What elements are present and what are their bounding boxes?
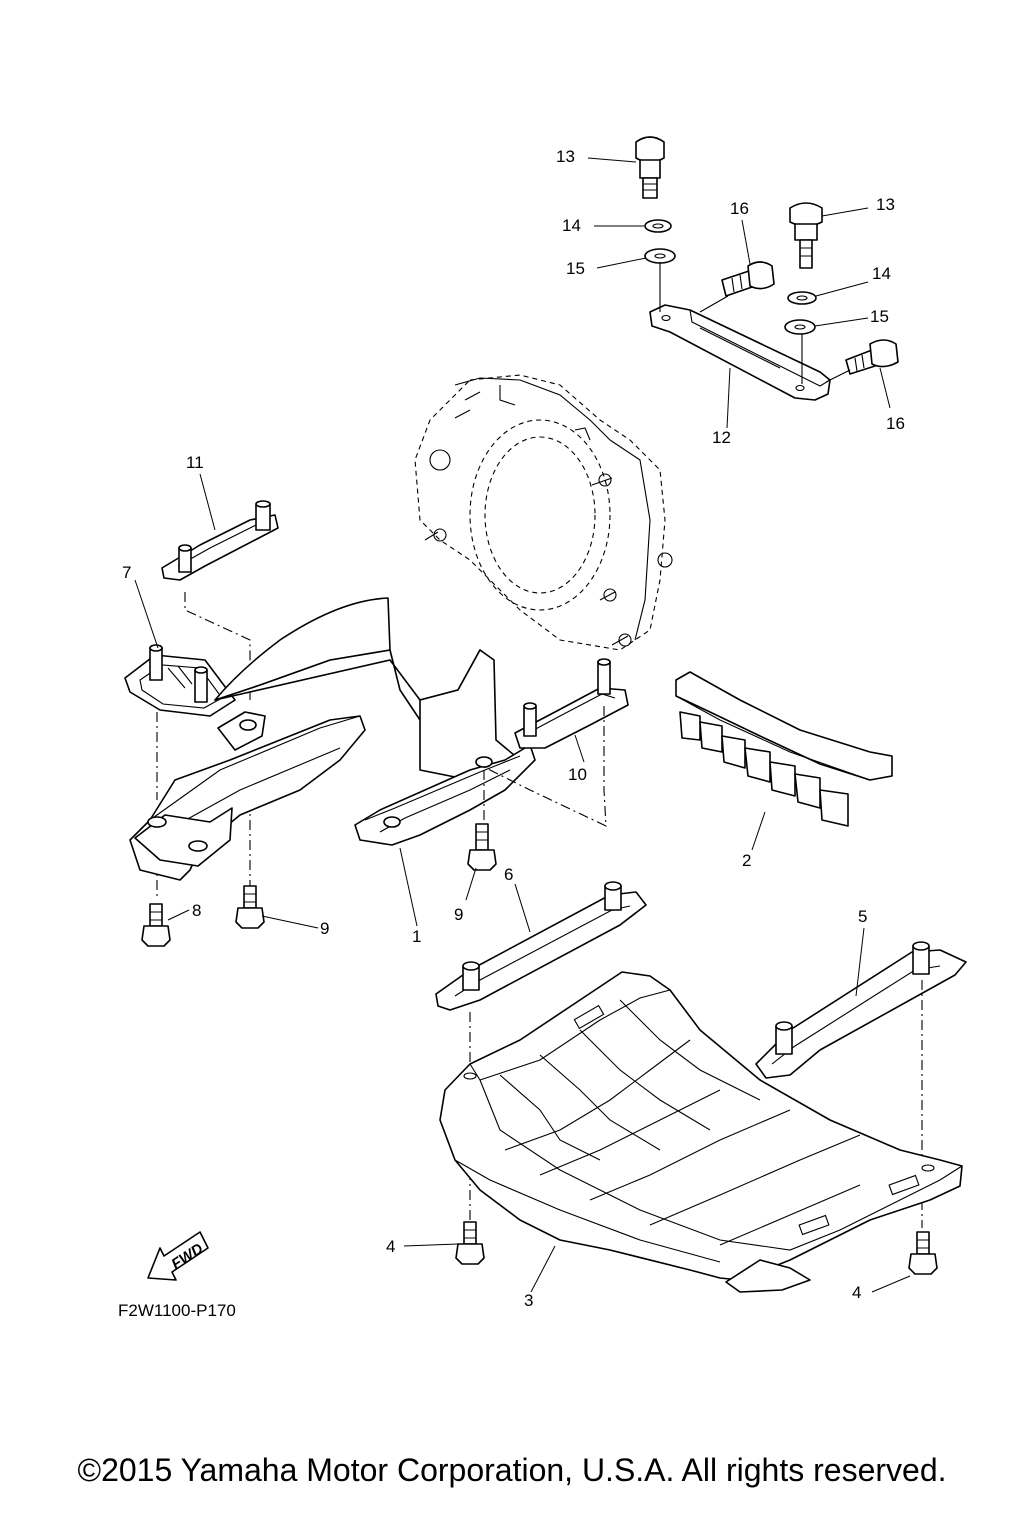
callout-13: 13 [876,195,895,214]
part-4-bolt-right [908,1231,938,1275]
callout-4: 4 [386,1237,395,1256]
part-14-washer-left [644,219,672,233]
callout-3: 3 [524,1291,533,1310]
callout-15: 15 [870,307,889,326]
callout-2: 2 [742,851,751,870]
callout-10: 10 [568,765,587,784]
part-15-washer-right [784,319,816,335]
callout-11: 11 [186,453,204,472]
part-15-washer-left [644,248,676,264]
callout-16: 16 [730,199,749,218]
callout-14: 14 [872,264,891,283]
part-13-bolt-right [789,202,823,269]
part-7-engine-mount [124,644,236,717]
callout-14: 14 [562,216,581,235]
callout-13: 13 [556,147,575,166]
part-16-bolt-right [845,339,899,375]
callout-16: 16 [886,414,905,433]
callout-6: 6 [504,865,513,884]
part-2-damper [675,671,893,827]
part-12-bracket [649,304,831,401]
part-5-plate-strip [755,941,967,1079]
part-1-intake-duct [129,597,536,881]
engine-housing-outline [414,374,673,651]
part-4-bolt-left [455,1221,485,1265]
part-16-bolt-upper [721,261,775,297]
callout-12: 12 [712,428,731,447]
part-11-mount-plate [161,500,279,581]
copyright-notice: ©2015 Yamaha Motor Corporation, U.S.A. A… [77,1452,947,1488]
callout-4: 4 [852,1283,861,1302]
fwd-arrow-icon: FWD [147,1231,209,1281]
callout-9: 9 [454,905,463,924]
part-9-bolt-left [235,885,265,929]
diagram-code: F2W1100-P170 [118,1301,236,1320]
callout-7: 7 [122,563,131,582]
part-6-plate-strip [435,881,647,1011]
callout-5: 5 [858,907,867,926]
callout-15: 15 [566,259,585,278]
callout-9: 9 [320,919,329,938]
part-10-mount-plate [514,658,629,749]
part-9-bolt-center [467,823,497,871]
part-8-bolt [141,903,171,947]
callout-1: 1 [412,927,421,946]
part-13-bolt-left [635,136,665,199]
callout-8: 8 [192,901,201,920]
part-14-washer-right [787,291,817,305]
leader-lines [134,157,911,1293]
part-3-ride-plate [439,971,963,1293]
